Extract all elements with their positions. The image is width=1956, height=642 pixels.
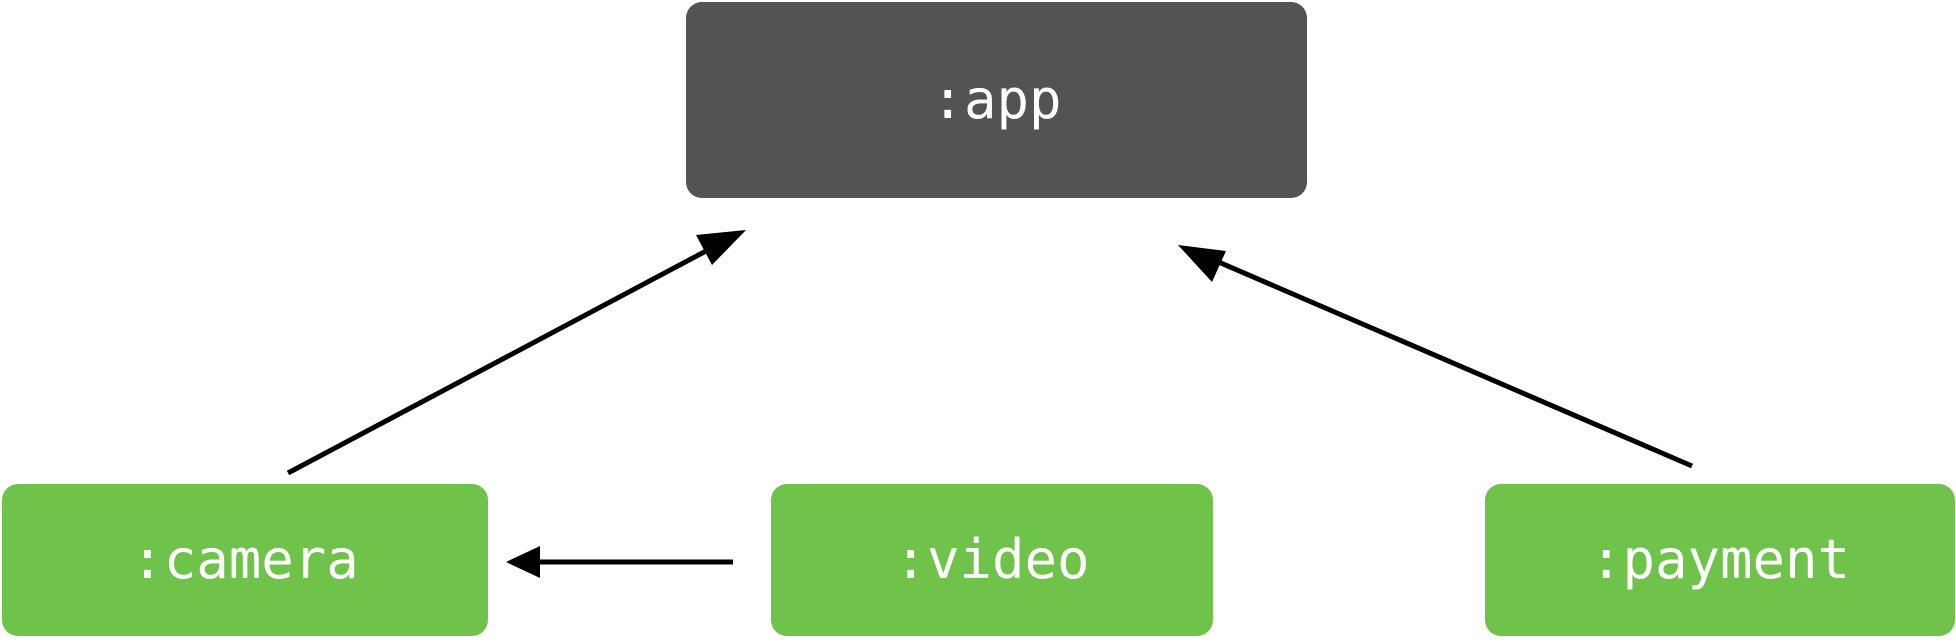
edge-video-to-camera <box>506 546 733 578</box>
node-camera[interactable]: :camera <box>2 484 488 636</box>
node-app-label: :app <box>931 68 1062 131</box>
node-camera-label: :camera <box>131 528 359 591</box>
edge-payment-to-app <box>1178 245 1693 469</box>
node-payment-label: :payment <box>1589 528 1851 591</box>
node-payment[interactable]: :payment <box>1485 484 1955 636</box>
node-video[interactable]: :video <box>771 484 1213 636</box>
node-app[interactable]: :app <box>686 2 1307 198</box>
node-video-label: :video <box>894 528 1090 591</box>
edge-camera-to-app <box>286 230 746 476</box>
